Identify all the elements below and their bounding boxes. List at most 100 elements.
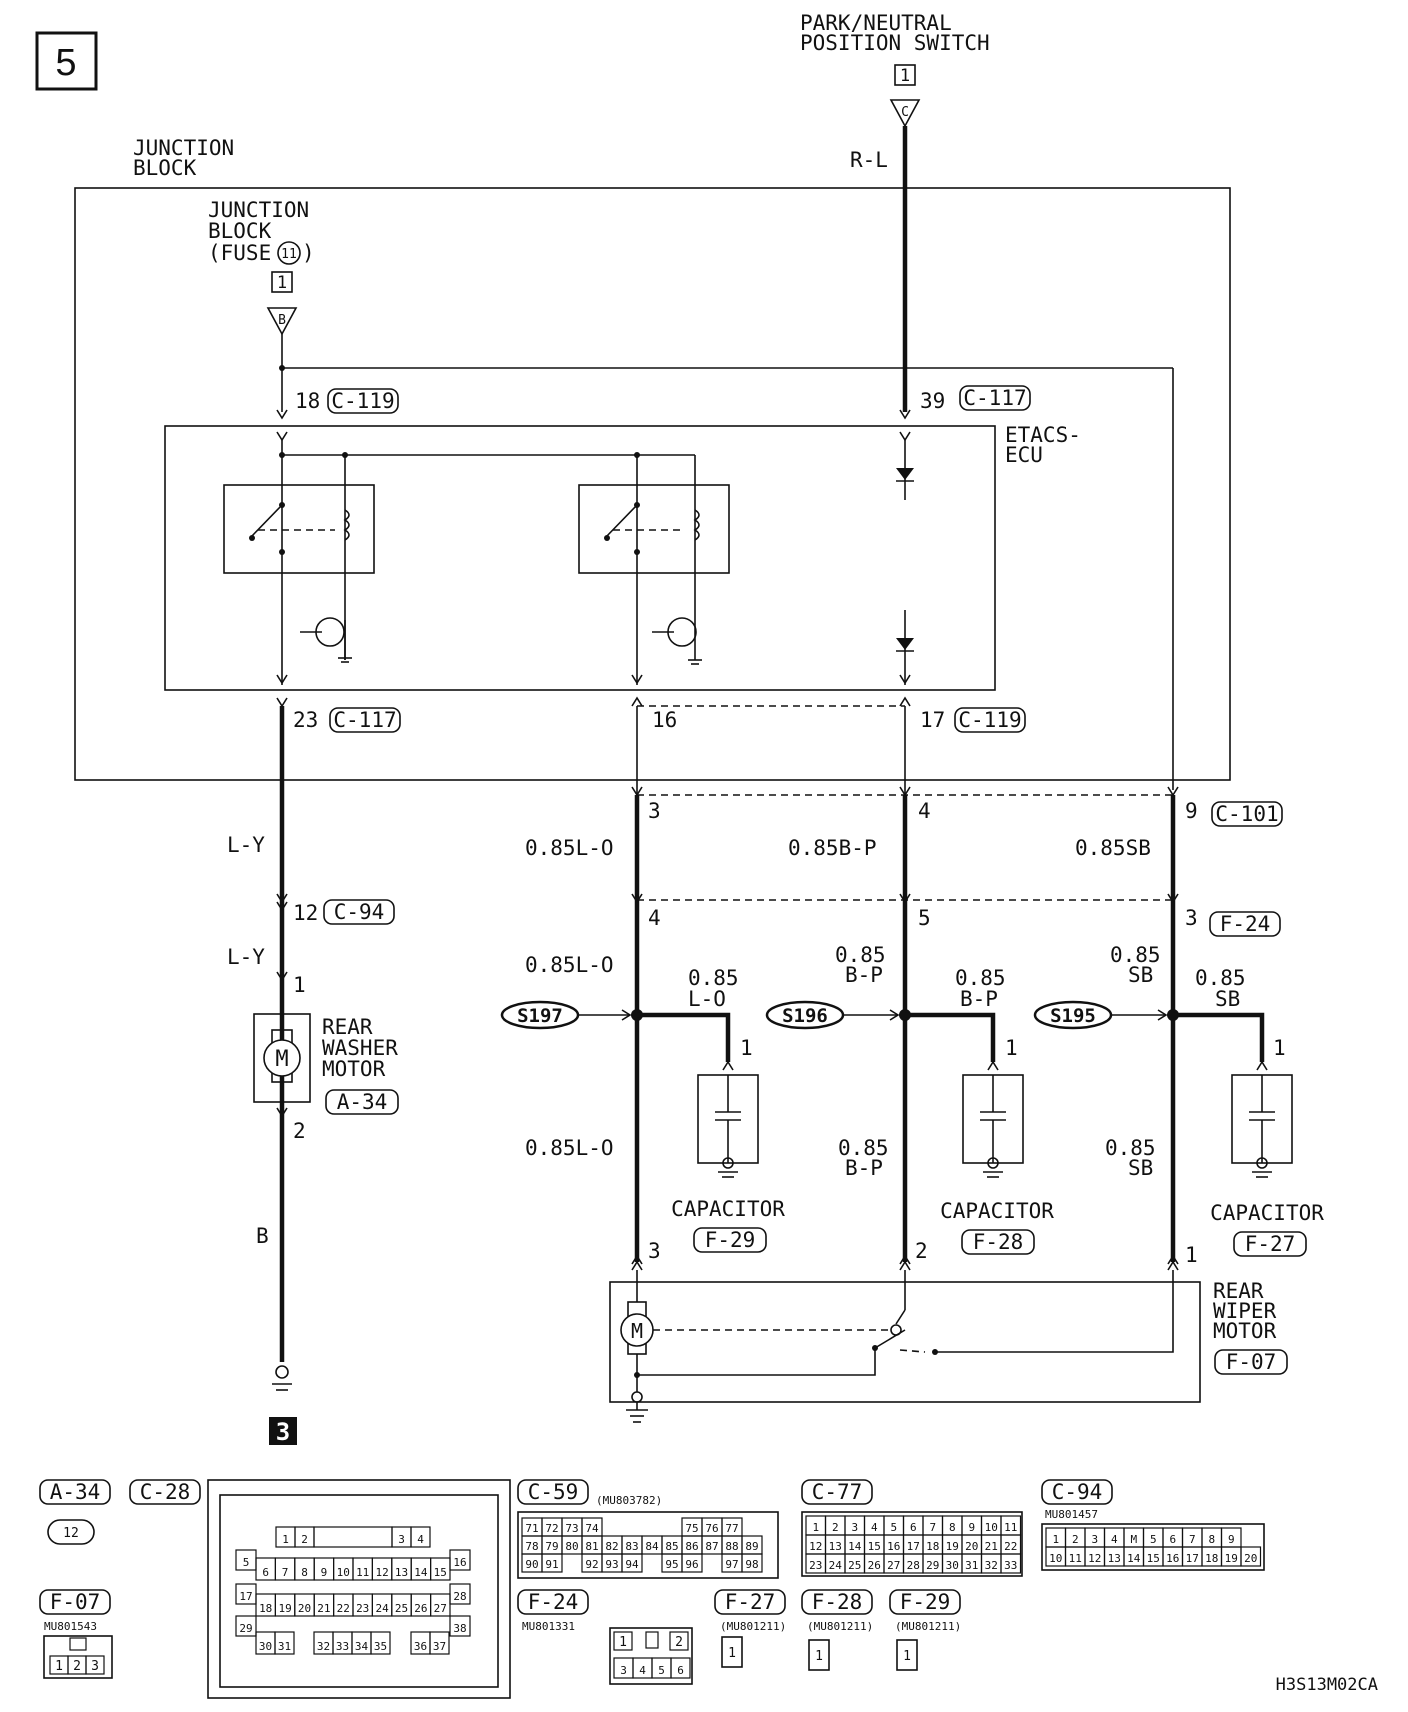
sb-b: SB bbox=[1128, 1156, 1153, 1180]
connector-cell bbox=[313, 1526, 393, 1548]
jb-fuse-label-1: JUNCTION bbox=[208, 198, 309, 222]
diode-2-icon bbox=[896, 638, 914, 650]
relay-2-coil-icon bbox=[693, 509, 700, 541]
washer-label-1: REAR bbox=[322, 1015, 373, 1039]
path bbox=[1167, 893, 1179, 904]
connector-pin: 17 bbox=[239, 1590, 252, 1603]
path bbox=[1173, 1012, 1265, 1062]
connector-pin: 10 bbox=[985, 1521, 998, 1534]
view-f07-pin3: 3 bbox=[91, 1659, 99, 1674]
rect bbox=[39, 1479, 111, 1505]
pin-4b: 4 bbox=[648, 906, 661, 930]
rect bbox=[669, 1631, 689, 1651]
connector-pin: 13 bbox=[1108, 1552, 1121, 1565]
rect bbox=[129, 1479, 201, 1505]
view-f28-pin: 1 bbox=[815, 1649, 823, 1664]
c117-badge bbox=[959, 385, 1031, 411]
capacitor-f27: 1 CAPACITOR F-27 bbox=[1210, 1036, 1324, 1257]
connector-pin: 12 bbox=[1088, 1552, 1101, 1565]
path bbox=[276, 697, 288, 708]
connector-pin: 20 bbox=[298, 1602, 311, 1615]
path bbox=[1167, 1260, 1179, 1271]
connector-cell bbox=[541, 1553, 563, 1573]
connector-pin: 20 bbox=[1244, 1552, 1257, 1565]
view-f24-body bbox=[609, 1627, 693, 1685]
rect bbox=[325, 1089, 399, 1115]
connector-pin: 11 bbox=[1004, 1521, 1017, 1534]
bp-085-a: 0.85 bbox=[835, 943, 886, 967]
connector-pin: 5 bbox=[243, 1556, 250, 1569]
pn-switch-conn: C bbox=[901, 105, 909, 120]
connector-pin: 96 bbox=[685, 1558, 698, 1571]
rect bbox=[69, 1637, 87, 1651]
connector-pin: 13 bbox=[395, 1566, 408, 1579]
fuse-number-circle bbox=[277, 241, 301, 265]
connector-pin: 14 bbox=[1127, 1552, 1141, 1565]
cap-f28-pin: 1 bbox=[1005, 1036, 1018, 1060]
connector-pin: 4 bbox=[1111, 1533, 1118, 1546]
line bbox=[899, 1349, 926, 1353]
connector-pin: 5 bbox=[1150, 1533, 1157, 1546]
next-page: 3 bbox=[276, 1418, 290, 1446]
relay-1 bbox=[223, 484, 375, 574]
conn-c119: C-119 bbox=[331, 389, 394, 413]
connector-pin: 28 bbox=[453, 1590, 466, 1603]
jb-fuse-pin: 1 bbox=[277, 273, 287, 293]
connector-pin: 91 bbox=[545, 1558, 558, 1571]
wiper-pin-1: 1 bbox=[1185, 1243, 1198, 1267]
cap3-wire-sb: SB bbox=[1215, 987, 1240, 1011]
rect bbox=[1209, 911, 1281, 937]
connector-pin: 78 bbox=[525, 1540, 538, 1553]
path bbox=[276, 893, 288, 904]
connector-pin: 9 bbox=[1228, 1533, 1235, 1546]
cap-f29-label: CAPACITOR bbox=[671, 1197, 785, 1221]
wire-bp-1: 0.85B-P bbox=[788, 836, 877, 860]
rect bbox=[801, 1589, 873, 1615]
washer-motor-m: M bbox=[275, 1047, 288, 1072]
connector-pin: 27 bbox=[887, 1559, 900, 1572]
cap3-wire-085: 0.85 bbox=[1195, 966, 1246, 990]
path bbox=[899, 1260, 911, 1271]
connector-pin: 26 bbox=[414, 1602, 427, 1615]
rect bbox=[1041, 1479, 1113, 1505]
dot bbox=[722, 1157, 734, 1169]
wire-ly-2: L-Y bbox=[227, 945, 265, 969]
view-f07-pin2: 2 bbox=[73, 1659, 81, 1674]
relay-2 bbox=[578, 484, 730, 574]
conn-c94: C-94 bbox=[334, 900, 385, 924]
connector-pin: 3 bbox=[1091, 1533, 1098, 1546]
jb-fuse-label-2: BLOCK bbox=[208, 219, 272, 243]
connector-pin: 28 bbox=[907, 1559, 920, 1572]
path bbox=[899, 696, 911, 707]
etacs-label-1: ETACS- bbox=[1005, 423, 1081, 447]
connector-pin: 11 bbox=[1069, 1552, 1082, 1565]
wire-ly-1: L-Y bbox=[227, 833, 265, 857]
jb-fuse-label-end: ) bbox=[302, 241, 315, 265]
path bbox=[987, 1060, 999, 1071]
dot bbox=[279, 502, 285, 508]
connector-cell bbox=[1240, 1546, 1262, 1567]
view-f28-part: (MU801211) bbox=[807, 1620, 873, 1633]
connector-pin: 21 bbox=[985, 1540, 998, 1553]
dot bbox=[1256, 1157, 1268, 1169]
connector-pin: 6 bbox=[677, 1664, 684, 1677]
ground-1-icon bbox=[275, 1365, 289, 1379]
path bbox=[895, 1309, 906, 1325]
bp-a: B-P bbox=[845, 963, 883, 987]
pn-switch-label-2: POSITION SWITCH bbox=[800, 31, 990, 55]
connector-pin: 15 bbox=[1147, 1552, 1160, 1565]
connector-pin: 29 bbox=[239, 1622, 252, 1635]
washer-label-2: WASHER bbox=[322, 1036, 398, 1060]
connector-pin: 23 bbox=[356, 1602, 369, 1615]
wire-b: B bbox=[256, 1224, 269, 1248]
bp-085-b: 0.85 bbox=[838, 1136, 889, 1160]
conn-a34: A-34 bbox=[337, 1090, 388, 1114]
path bbox=[637, 1012, 731, 1062]
connector-cell bbox=[410, 1526, 431, 1548]
connector-pin: 3 bbox=[851, 1521, 858, 1534]
connector-pin: 74 bbox=[585, 1522, 599, 1535]
next-page-box bbox=[269, 1417, 297, 1445]
connector-pin: 13 bbox=[829, 1540, 842, 1553]
connector-pin: 5 bbox=[658, 1664, 665, 1677]
